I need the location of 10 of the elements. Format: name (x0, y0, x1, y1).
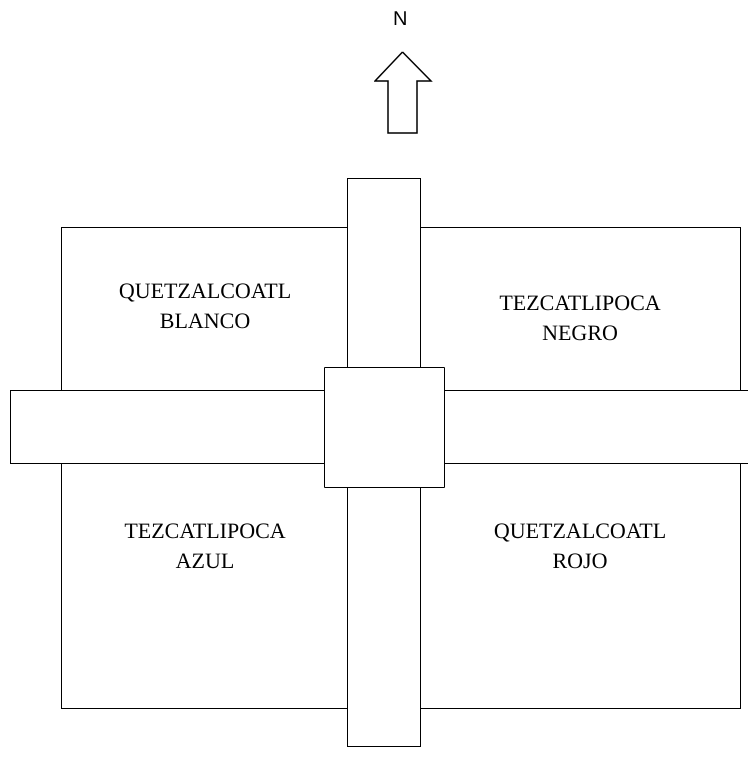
quadrant-label: QUETZALCOATL ROJO (492, 517, 668, 575)
quadrant-box (61, 227, 349, 392)
quadrant-box (61, 461, 349, 709)
quadrant-label: QUETZALCOATL BLANCO (118, 277, 292, 335)
center-square (324, 367, 445, 488)
quadrant-box (419, 227, 741, 392)
quadrant-label: TEZCATLIPOCA AZUL (123, 517, 287, 575)
quadrant-box (419, 461, 741, 709)
north-label: N (393, 8, 408, 31)
quadrant-label: TEZCATLIPOCA NEGRO (498, 289, 662, 347)
